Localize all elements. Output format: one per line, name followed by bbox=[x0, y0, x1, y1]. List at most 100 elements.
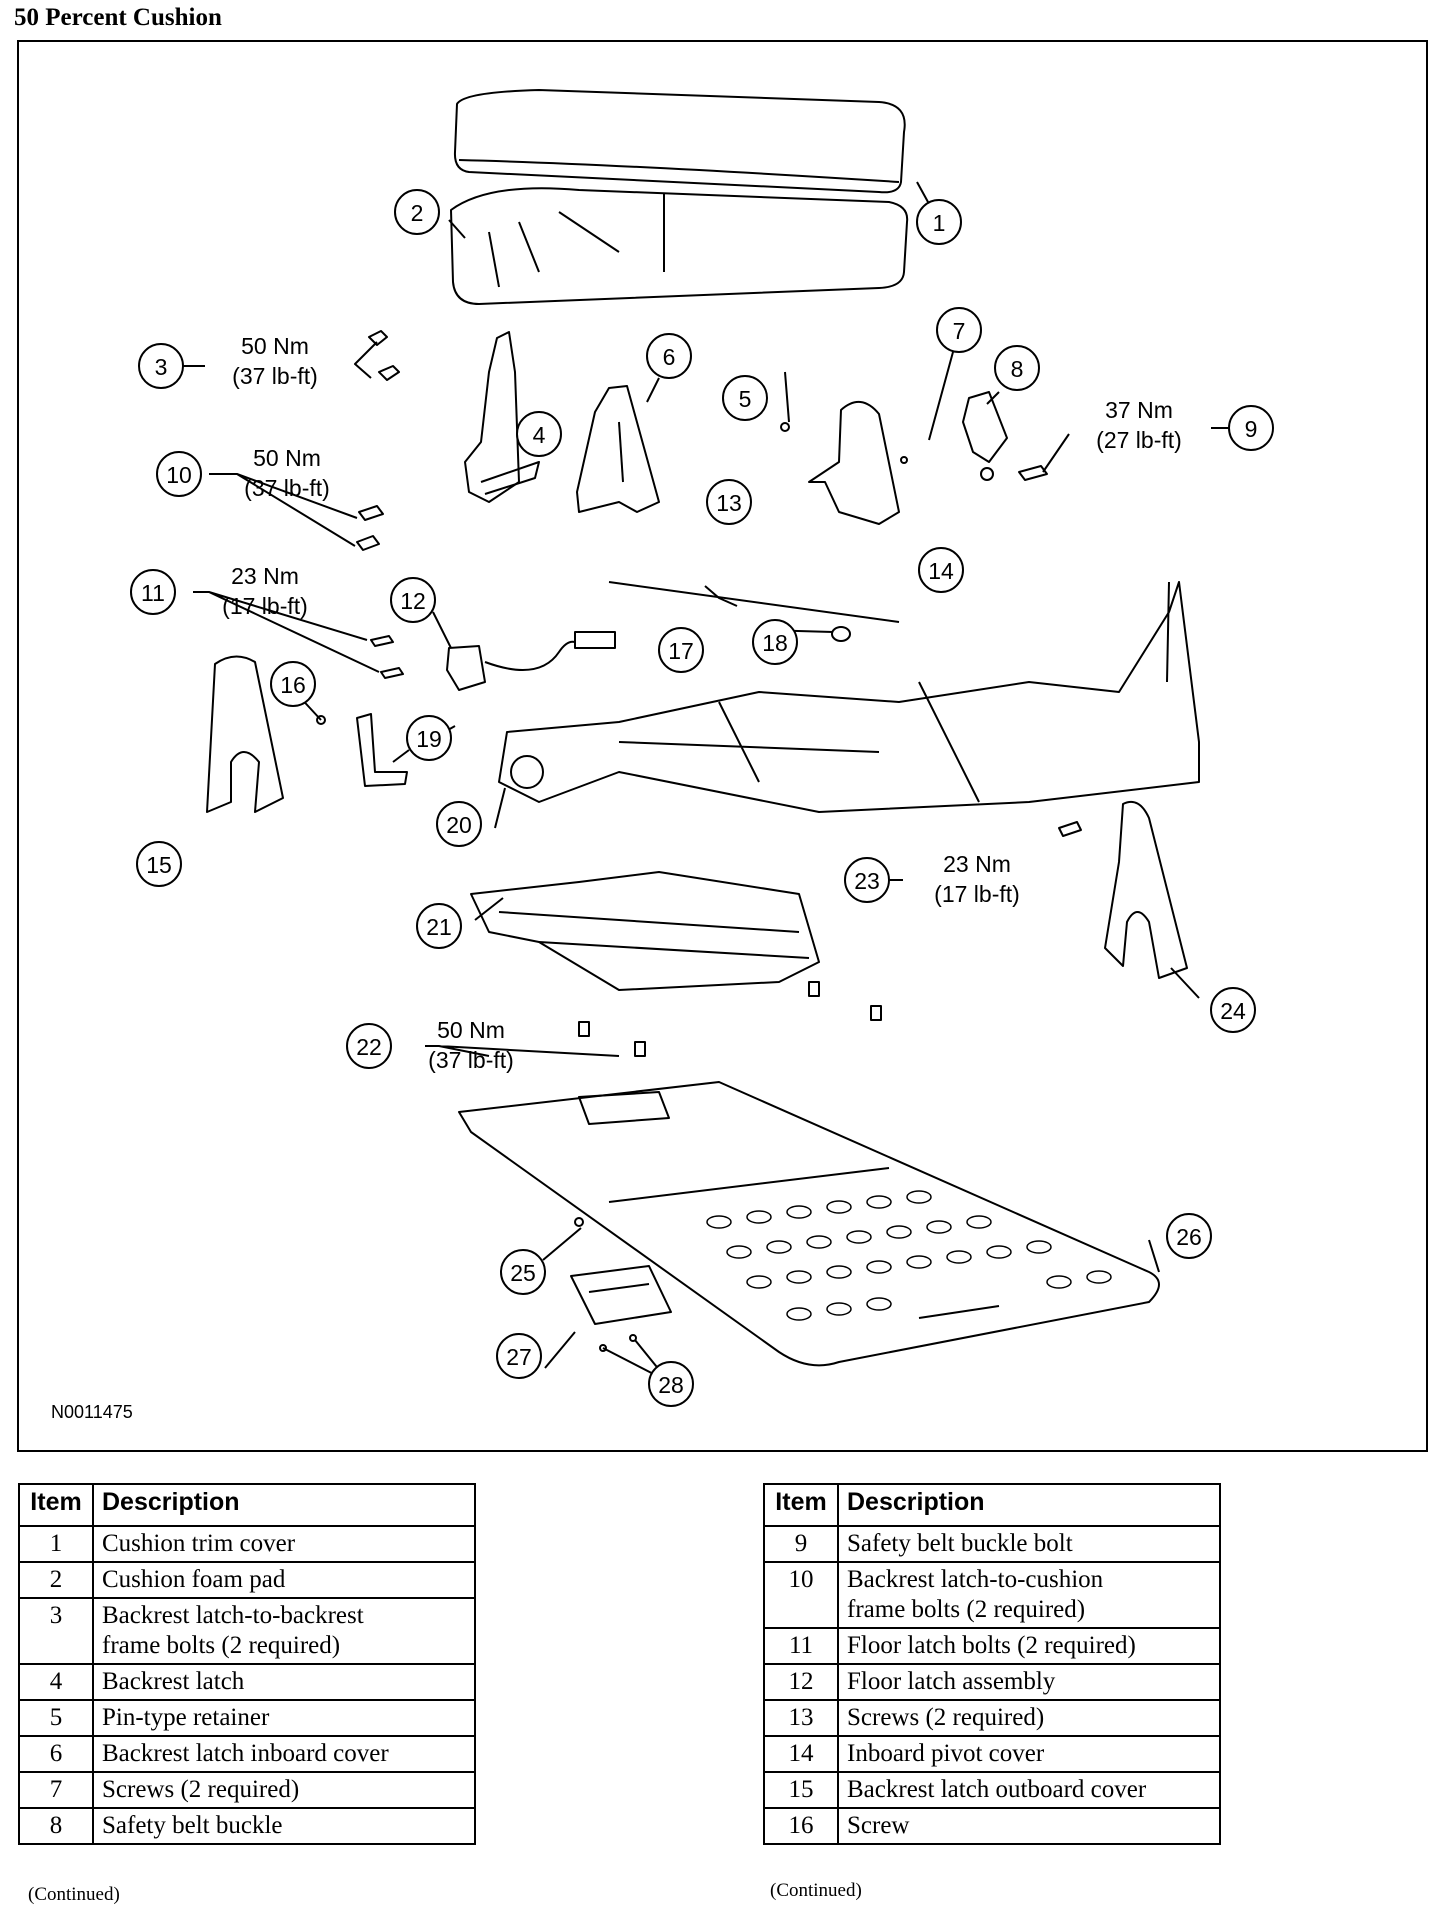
item-description: Floor latch assembly bbox=[837, 1663, 1221, 1701]
item-description: Pin-type retainer bbox=[92, 1699, 476, 1737]
callout-label: 18 bbox=[762, 630, 788, 656]
torque-lbft: (17 lb-ft) bbox=[934, 881, 1020, 907]
item-description: Inboard pivot cover bbox=[837, 1735, 1221, 1773]
callout-label: 5 bbox=[739, 386, 752, 412]
torque-nm: 37 Nm bbox=[1105, 397, 1173, 423]
callout-label: 4 bbox=[533, 422, 546, 448]
header-item: Item bbox=[763, 1483, 839, 1527]
part-backrest-latch-inboard-cover bbox=[576, 385, 660, 513]
item-number: 7 bbox=[18, 1771, 94, 1809]
item-description: Backrest latch inboard cover bbox=[92, 1735, 476, 1773]
item-number: 14 bbox=[763, 1735, 839, 1773]
header-item: Item bbox=[18, 1483, 94, 1527]
item-number: 4 bbox=[18, 1663, 94, 1701]
item-number: 9 bbox=[763, 1525, 839, 1563]
torque-nm: 50 Nm bbox=[241, 333, 309, 359]
torque-nm: 23 Nm bbox=[943, 851, 1011, 877]
part-cushion-frame bbox=[498, 581, 1200, 813]
part-cushion-trim-cover bbox=[453, 89, 906, 194]
header-description: Description bbox=[92, 1483, 476, 1527]
diagram-drawing: 1 2 3 4 5 6 7 8 9 10 11 12 13 14 15 16 1… bbox=[130, 89, 1274, 1407]
item-number: 3 bbox=[18, 1597, 94, 1665]
item-description: Screw bbox=[837, 1807, 1221, 1845]
item-number: 16 bbox=[763, 1807, 839, 1845]
callout-label: 3 bbox=[155, 354, 168, 380]
callout-label: 26 bbox=[1176, 1224, 1202, 1250]
page-title: 50 Percent Cushion bbox=[14, 4, 222, 31]
part-bolts-3 bbox=[368, 330, 400, 381]
callout-label: 13 bbox=[716, 490, 742, 516]
callout-label: 2 bbox=[411, 200, 424, 226]
callout-label: 8 bbox=[1011, 356, 1024, 382]
torque-lbft: (37 lb-ft) bbox=[232, 363, 318, 389]
item-description: Backrest latch outboard cover bbox=[837, 1771, 1221, 1809]
item-description: Cushion foam pad bbox=[92, 1561, 476, 1599]
callout-label: 17 bbox=[668, 638, 694, 664]
part-outboard-pivot-cover bbox=[1104, 800, 1188, 979]
torque-lbft: (37 lb-ft) bbox=[428, 1047, 514, 1073]
item-number: 12 bbox=[763, 1663, 839, 1701]
item-number: 15 bbox=[763, 1771, 839, 1809]
item-number: 10 bbox=[763, 1561, 839, 1629]
part-safety-belt-buckle bbox=[962, 391, 1008, 463]
part-inboard-pivot-cover bbox=[808, 401, 900, 525]
callout-label: 21 bbox=[426, 914, 452, 940]
callout-label: 20 bbox=[446, 812, 472, 838]
item-number: 2 bbox=[18, 1561, 94, 1599]
item-number: 5 bbox=[18, 1699, 94, 1737]
callout-label: 7 bbox=[953, 318, 966, 344]
part-backrest-latch-outboard-cover bbox=[206, 655, 284, 813]
callout-label: 1 bbox=[933, 210, 946, 236]
callout-label: 24 bbox=[1220, 998, 1246, 1024]
part-backrest-latch bbox=[464, 331, 520, 503]
part-closeout-panel bbox=[458, 1081, 1160, 1367]
callout-label: 11 bbox=[141, 580, 165, 606]
callout-label: 16 bbox=[280, 672, 306, 698]
item-description: Floor latch bolts (2 required) bbox=[837, 1627, 1221, 1665]
torque-lbft: (37 lb-ft) bbox=[244, 475, 330, 501]
item-number: 8 bbox=[18, 1807, 94, 1845]
callout-label: 28 bbox=[658, 1372, 684, 1398]
exploded-diagram: 1 2 3 4 5 6 7 8 9 10 11 12 13 14 15 16 1… bbox=[17, 40, 1428, 1452]
item-description: Safety belt buckle bolt bbox=[837, 1525, 1221, 1563]
callout-label: 25 bbox=[510, 1260, 536, 1286]
callout-label: 23 bbox=[854, 868, 880, 894]
item-number: 13 bbox=[763, 1699, 839, 1737]
torque-lbft: (17 lb-ft) bbox=[222, 593, 308, 619]
item-description: Backrest latch bbox=[92, 1663, 476, 1701]
callout-label: 19 bbox=[416, 726, 442, 752]
item-description: Screws (2 required) bbox=[92, 1771, 476, 1809]
callout-label: 12 bbox=[400, 588, 426, 614]
part-seat-track bbox=[470, 871, 820, 991]
part-cushion-foam-pad bbox=[450, 187, 909, 305]
callout-label: 14 bbox=[928, 558, 954, 584]
torque-nm: 50 Nm bbox=[253, 445, 321, 471]
callout-label: 9 bbox=[1245, 416, 1258, 442]
continued-note: (Continued) bbox=[28, 1884, 120, 1905]
item-number: 6 bbox=[18, 1735, 94, 1773]
figure-id: N0011475 bbox=[51, 1402, 133, 1422]
callout-label: 15 bbox=[146, 852, 172, 878]
callout-label: 27 bbox=[506, 1344, 532, 1370]
item-description: Cushion trim cover bbox=[92, 1525, 476, 1563]
part-latch-housing bbox=[570, 1265, 672, 1325]
item-number: 1 bbox=[18, 1525, 94, 1563]
torque-lbft: (27 lb-ft) bbox=[1096, 427, 1182, 453]
callout-label: 6 bbox=[663, 344, 676, 370]
